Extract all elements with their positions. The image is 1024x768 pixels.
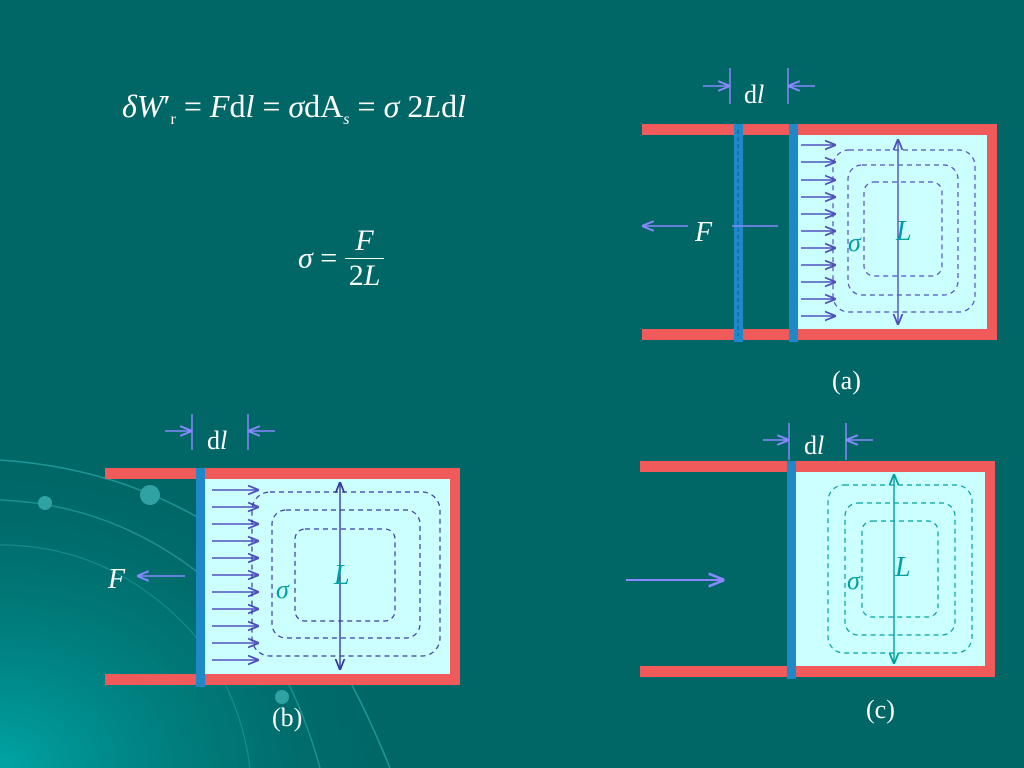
- frame-bottom-rail: [105, 674, 460, 685]
- frame-top-rail: [642, 124, 997, 135]
- caption-b: (b): [272, 703, 302, 732]
- movable-wire: [196, 468, 205, 687]
- length-label: L: [333, 560, 350, 591]
- panel-a: dl F σ L (a): [642, 68, 997, 395]
- frame-right-side: [450, 468, 460, 685]
- soap-film: [205, 479, 450, 674]
- dl-label: dl: [744, 80, 764, 109]
- caption-a: (a): [832, 366, 861, 395]
- length-label: L: [895, 216, 912, 247]
- decor-dot: [38, 496, 52, 510]
- surface-tension-arrows: [212, 490, 258, 660]
- caption-c: (c): [866, 695, 895, 724]
- sigma-label: σ: [847, 566, 861, 595]
- frame-right-side: [987, 124, 997, 340]
- frame-bottom-rail: [640, 666, 995, 677]
- dl-label: dl: [207, 426, 227, 455]
- initial-wire: [734, 124, 743, 342]
- surface-tension-arrows: [801, 145, 835, 316]
- soap-film: [796, 472, 985, 666]
- panel-b: dl F σ L (b): [105, 414, 460, 732]
- length-label: L: [894, 552, 911, 583]
- frame-top-rail: [105, 468, 460, 479]
- film-contours: [827, 484, 973, 654]
- decor-dot: [140, 485, 160, 505]
- sigma-label: σ: [276, 575, 290, 604]
- frame-right-side: [985, 461, 995, 677]
- decor-dot: [275, 690, 289, 704]
- movable-wire: [789, 124, 798, 342]
- panel-c: dl σ L (c): [626, 423, 995, 724]
- frame-bottom-rail: [642, 329, 997, 340]
- movable-wire: [787, 461, 796, 679]
- force-label: F: [694, 217, 713, 248]
- sigma-label: σ: [848, 228, 862, 257]
- work-equation: δW′r = Fdl = σdAs = σ 2Ldl: [122, 88, 467, 128]
- frame-top-rail: [640, 461, 995, 472]
- dl-label: dl: [804, 431, 824, 460]
- force-label: F: [107, 564, 126, 595]
